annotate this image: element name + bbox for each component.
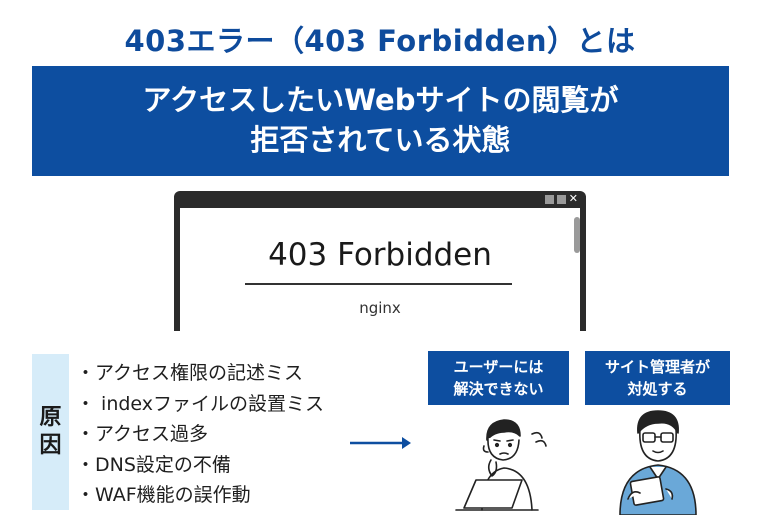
site-admin-illustration [619, 410, 697, 515]
banner-line-1: アクセスしたいWebサイトの閲覧が [142, 83, 619, 117]
minimize-icon [544, 194, 554, 204]
scrollbar-thumb [574, 217, 580, 253]
cause-item: ・WAF機能の誤作動 [76, 484, 251, 506]
browser-screen [180, 208, 580, 331]
cause-label: 原 因 [32, 354, 69, 510]
banner-line-2: 拒否されている状態 [250, 123, 511, 157]
cause-label-top: 原 [39, 405, 62, 430]
close-icon: ✕ [568, 192, 578, 205]
error-divider [245, 283, 512, 285]
cause-item: ・DNS設定の不備 [76, 453, 231, 476]
admin-box-line-1: サイト管理者が [604, 358, 710, 376]
server-name: nginx [359, 299, 401, 317]
cause-label-bottom: 因 [39, 433, 62, 458]
window-controls: ✕ [544, 192, 578, 205]
maximize-icon [556, 194, 566, 204]
admin-handles-box: サイト管理者が 対処する [585, 351, 730, 405]
arrow-right-icon [350, 437, 411, 449]
cause-item: ・アクセス権限の記述ミス [76, 362, 304, 384]
cause-list: ・アクセス権限の記述ミス ・ indexファイルの設置ミス ・アクセス過多 ・D… [76, 358, 324, 511]
user-box-line-1: ユーザーには [453, 358, 544, 376]
definition-banner: アクセスしたいWebサイトの閲覧が 拒否されている状態 [32, 66, 729, 176]
cause-item: ・アクセス過多 [76, 423, 209, 445]
cause-item: ・ indexファイルの設置ミス [76, 392, 325, 415]
admin-box-line-2: 対処する [627, 380, 688, 398]
error-title: 403 Forbidden [268, 237, 492, 273]
browser-window: ✕ 403 Forbidden nginx [174, 191, 586, 331]
user-cannot-fix-box: ユーザーには 解決できない [428, 351, 569, 405]
page-title: 403エラー（403 Forbidden）とは [124, 24, 636, 58]
user-box-line-2: 解決できない [453, 380, 544, 398]
confused-user-illustration [455, 419, 547, 511]
